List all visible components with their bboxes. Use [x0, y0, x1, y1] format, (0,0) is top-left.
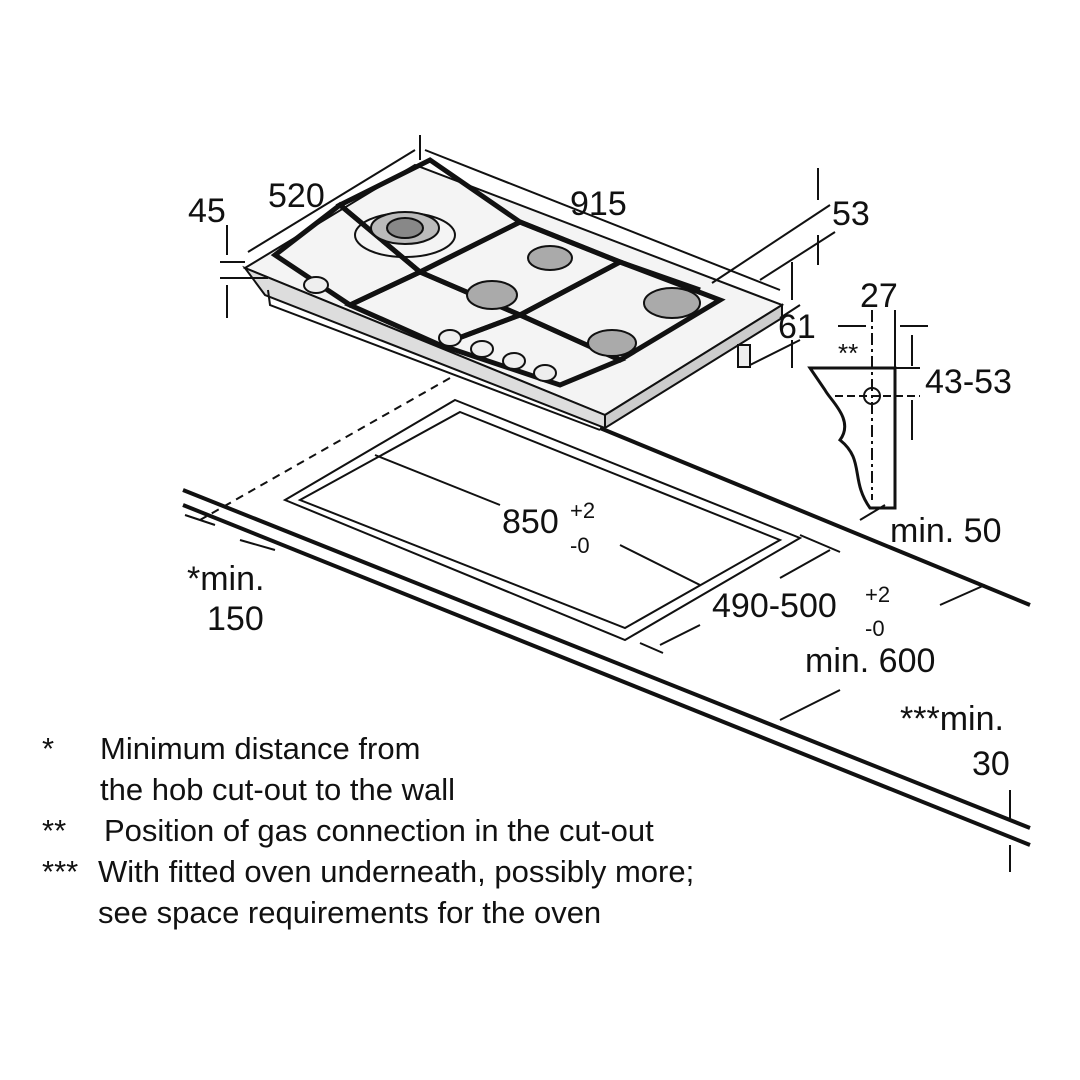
footnote-1: * Minimum distance from the hob cut-out …: [42, 728, 455, 810]
dim-850: 850: [502, 503, 559, 541]
footnote-3: *** With fitted oven underneath, possibl…: [42, 851, 694, 933]
footnote-1-line1: Minimum distance from: [100, 731, 421, 766]
cutout: [282, 398, 803, 642]
dim-520: 520: [268, 177, 325, 215]
dim-min-150-line2: 150: [207, 600, 264, 638]
dim-490-tol-minus: -0: [865, 616, 885, 641]
dim-45: 45: [188, 192, 226, 230]
footnote-2-line1: Position of gas connection in the cut-ou…: [104, 813, 654, 848]
gas-marker: **: [838, 338, 858, 368]
dim-850-tol-minus: -0: [570, 533, 590, 558]
dim-53: 53: [832, 195, 870, 233]
burners: [354, 211, 701, 357]
dim-850-tol-plus: +2: [570, 498, 595, 523]
footnote-3-line2: see space requirements for the oven: [98, 895, 602, 930]
dim-490-tol-plus: +2: [865, 582, 890, 607]
dim-27: 27: [860, 277, 898, 315]
hob: [242, 157, 785, 431]
dim-min-30-line2: 30: [972, 745, 1010, 783]
dim-915: 915: [570, 185, 627, 223]
dim-min-50: min. 50: [890, 512, 1002, 550]
footnote-1-line2: the hob cut-out to the wall: [100, 772, 456, 807]
control-knobs: [303, 276, 751, 382]
footnote-3-mark: ***: [42, 854, 79, 889]
dim-min-150-line1: *min.: [187, 560, 264, 598]
dim-43-53: 43-53: [925, 363, 1012, 401]
footnote-3-line1: With fitted oven underneath, possibly mo…: [98, 854, 695, 889]
dimension-lines: [184, 135, 1011, 872]
footnote-1-mark: *: [42, 731, 55, 766]
dim-min-30-line1: ***min.: [900, 700, 1004, 738]
gas-connection-profile: [807, 310, 920, 510]
dim-min-600: min. 600: [805, 642, 935, 680]
dimension-labels: 520 915 45 53 61 27 ** 43-53 850 +2 -0 4…: [187, 177, 1012, 783]
dim-61: 61: [778, 308, 816, 346]
footnote-2-mark: **: [42, 813, 67, 848]
dim-490-500: 490-500: [712, 587, 837, 625]
footnote-2: ** Position of gas connection in the cut…: [42, 810, 654, 851]
worktop: [182, 377, 1031, 847]
